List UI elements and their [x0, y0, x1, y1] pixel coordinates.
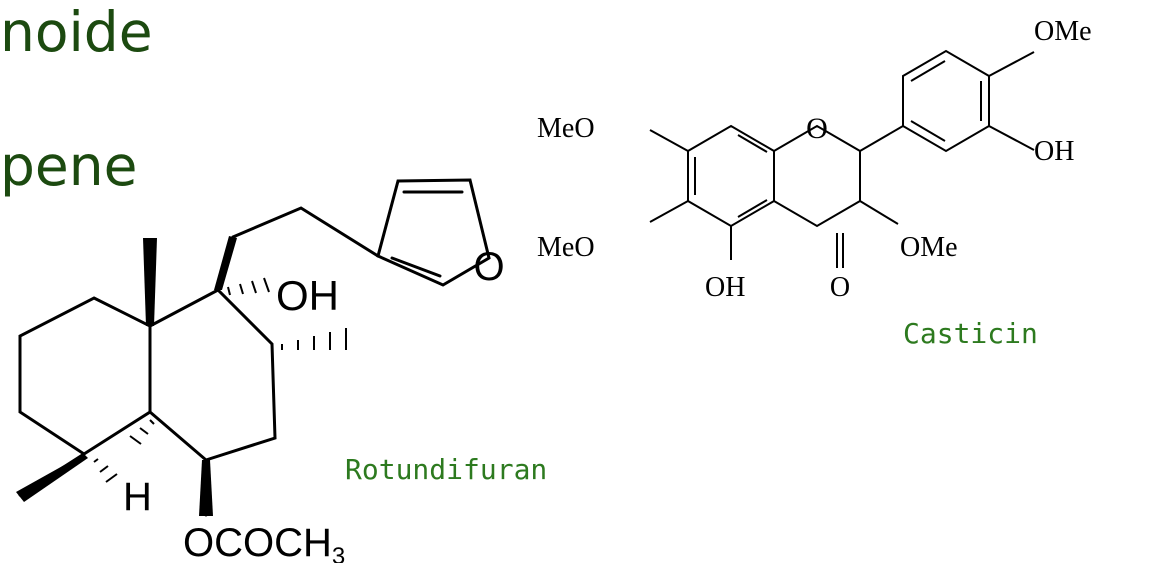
- rotundifuran-caption: Rotundifuran: [345, 453, 548, 486]
- casticin-ome-c3: OMe: [900, 232, 958, 263]
- rotundifuran-acetate: OCOCH3: [183, 521, 345, 563]
- casticin-structure: [649, 49, 1035, 268]
- casticin-meo-left-top: MeO: [537, 113, 595, 144]
- rotundifuran-acetate-subscript: 3: [332, 543, 345, 563]
- rotundifuran-furan: [376, 178, 491, 287]
- rotundifuran-ring-left: [18, 296, 152, 456]
- rotundifuran-chain-wedge: [214, 236, 237, 290]
- casticin-ring-b: [902, 49, 990, 153]
- casticin-ring-a: [687, 124, 775, 228]
- rotundifuran-hydroxyl: OH: [276, 272, 339, 319]
- rotundifuran-methyl-wedge: [143, 238, 157, 326]
- rotundifuran-ring-right: [148, 288, 277, 462]
- casticin-oh-right: OH: [1034, 136, 1074, 167]
- rotundifuran-furan-oxygen: O: [473, 245, 504, 289]
- heading-line-1: noide: [0, 0, 153, 64]
- casticin-ring-c: [773, 124, 861, 228]
- heading-line-2: pene: [0, 134, 138, 198]
- casticin-caption: Casticin: [903, 317, 1038, 350]
- casticin-oh-c5: OH: [705, 272, 745, 303]
- casticin-carbonyl-o: O: [830, 272, 850, 303]
- casticin-ome-top-right: OMe: [1034, 16, 1092, 47]
- rotundifuran-acetate-text: OCOCH: [183, 521, 332, 563]
- rotundifuran-acetate-wedge: [199, 460, 213, 516]
- rotundifuran-hydrogen: H: [123, 475, 152, 519]
- casticin-meo-left-bottom: MeO: [537, 232, 595, 263]
- casticin-ring-oxygen: O: [806, 112, 828, 145]
